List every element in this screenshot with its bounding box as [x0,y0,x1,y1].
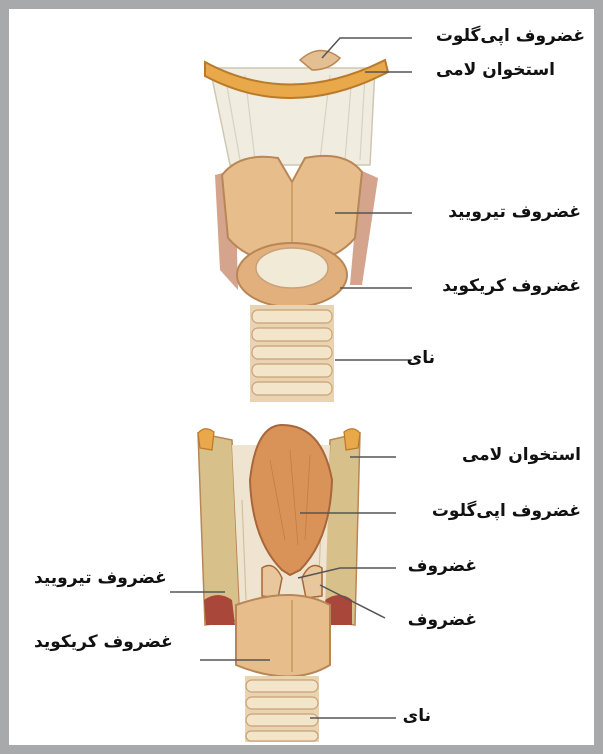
back-cricoid-lamina [236,595,330,677]
label-back-cartilage-b: غضروف [408,612,477,629]
label-back-cartilage-a: غضروف [408,558,477,575]
label-back-cricoid-cartilage: غضروف کریکوید [34,634,173,651]
label-front-epiglottis: غضروف اپی‌گلوت [436,28,585,45]
label-front-trachea: نای [407,350,435,367]
front-trachea [250,305,334,402]
label-front-cricoid-cartilage: غضروف کریکوید [442,278,581,295]
label-back-thyroid-cartilage: غضروف تیرویید [34,570,167,587]
label-back-epiglottis: غضروف اپی‌گلوت [432,503,581,520]
label-front-thyroid-cartilage: غضروف تیرویید [448,204,581,221]
front-epiglottis [300,50,340,70]
label-back-trachea: نای [403,708,431,725]
larynx-back-view [170,425,396,742]
label-back-hyoid-bone: استخوان لامی [462,447,581,464]
back-trachea [245,676,319,742]
label-front-hyoid-bone: استخوان لامی [436,62,555,79]
larynx-front-view [205,38,412,402]
